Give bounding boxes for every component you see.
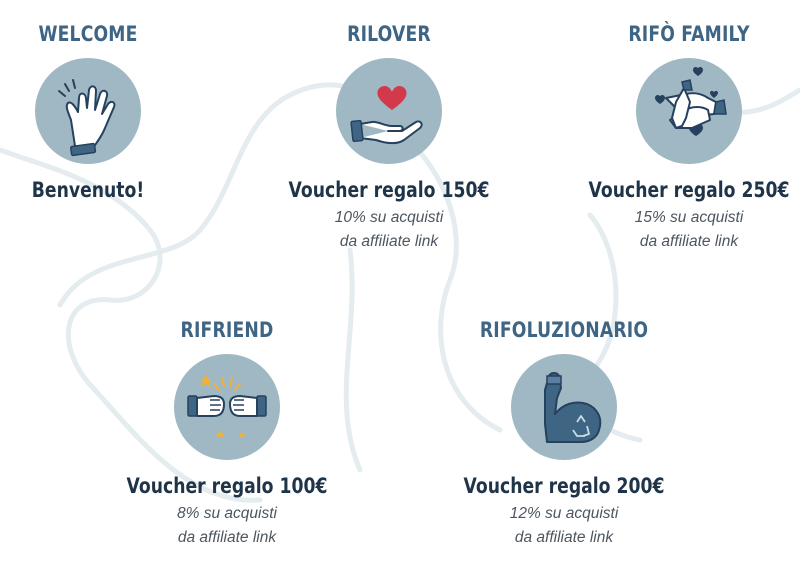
tier-rifo-family: RIFÒ FAMILY Voucher regalo 250€ 15% su a… <box>559 20 800 254</box>
flexed-arm-recycle-icon <box>544 372 602 443</box>
tier-perk-line1: 15% su acquisti <box>634 209 744 226</box>
tier-perk-line2: da affiliate link <box>514 529 614 546</box>
tier-rilover: RILOVER Voucher regalo 150€ 10% su acqui… <box>259 20 519 254</box>
tier-reward: Voucher regalo 100€ <box>126 474 328 498</box>
tier-badge <box>636 58 742 164</box>
tier-badge <box>511 354 617 460</box>
tier-rifriend: RIFRIEND Voucher regalo 100€ 8% su acqui… <box>97 316 357 550</box>
tier-perk-line1: 12% su acquisti <box>509 505 619 522</box>
tier-badge <box>336 58 442 164</box>
tier-perk-line2: da affiliate link <box>177 529 277 546</box>
stacked-hands-hearts-icon <box>655 66 727 136</box>
tier-title: RIFRIEND <box>180 318 274 342</box>
heart-in-hand-icon <box>350 86 423 144</box>
fist-bump-icon <box>187 374 267 438</box>
tier-reward: Voucher regalo 150€ <box>288 178 490 202</box>
tier-welcome: WELCOME Benvenuto! <box>0 20 218 204</box>
tier-reward: Voucher regalo 250€ <box>588 178 790 202</box>
tier-badge <box>174 354 280 460</box>
tier-title: RIFOLUZIONARIO <box>479 318 649 342</box>
tier-perk-line2: da affiliate link <box>639 233 739 250</box>
tier-badge <box>35 58 141 164</box>
tier-rifoluzionario: RIFOLUZIONARIO Voucher regalo 200€ 12% s… <box>434 316 694 550</box>
tier-title: WELCOME <box>38 22 138 46</box>
tier-perk-line2: da affiliate link <box>339 233 439 250</box>
tier-perk-line1: 8% su acquisti <box>177 505 277 522</box>
tier-perk-line1: 10% su acquisti <box>334 209 444 226</box>
waving-hand-icon <box>58 79 116 157</box>
tier-reward: Voucher regalo 200€ <box>463 474 665 498</box>
tier-reward: Benvenuto! <box>31 178 145 202</box>
tier-title: RIFÒ FAMILY <box>628 22 750 46</box>
tier-title: RILOVER <box>347 22 431 46</box>
